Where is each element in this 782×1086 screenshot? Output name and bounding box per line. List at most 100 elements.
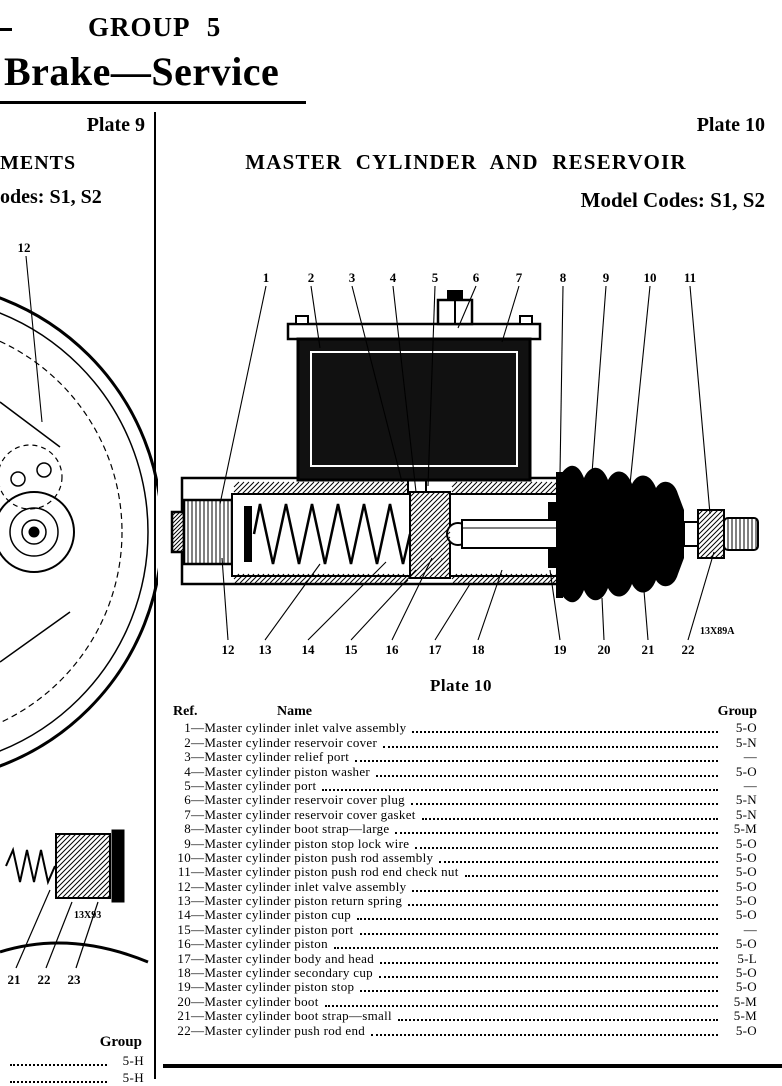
leader-line	[392, 285, 417, 493]
leader-line	[171, 527, 185, 541]
part-group: 5-M	[733, 1008, 757, 1024]
leader-line	[249, 573, 260, 584]
leader-line	[489, 481, 503, 495]
leader-line	[341, 481, 355, 495]
dotted-leader	[421, 817, 718, 820]
leader-line	[399, 574, 409, 584]
callout-label: 7	[516, 270, 523, 285]
leader-line	[236, 481, 250, 495]
callout-label: 12	[18, 240, 31, 255]
dotted-leader	[412, 889, 718, 892]
leader-line	[462, 573, 473, 584]
left-footer-row: 5-H	[4, 1052, 144, 1069]
part-group: —	[743, 921, 757, 937]
leader-line	[244, 573, 255, 584]
part-ref: 4	[184, 763, 191, 779]
leader-line	[409, 521, 451, 563]
table-row: 11—Master cylinder piston push rod end c…	[165, 864, 757, 880]
callout-label: 13	[259, 642, 273, 657]
ref-name-separator: —	[191, 777, 205, 793]
leader-line	[529, 481, 543, 495]
leader-line	[55, 833, 97, 875]
header-group: Group	[717, 704, 757, 719]
leader-line	[55, 833, 62, 840]
part-name: Master cylinder piston push rod end chec…	[204, 864, 459, 880]
leader-line	[319, 573, 330, 584]
leader-line	[81, 869, 111, 899]
dotted-leader	[357, 918, 718, 921]
callout-label: 21	[8, 972, 21, 987]
leader-line	[434, 583, 471, 641]
dotted-leader	[383, 745, 718, 748]
leader-line	[689, 285, 711, 515]
leader-line	[55, 833, 107, 885]
leader-line	[409, 496, 451, 538]
parts-table: Ref. Name Group 1—Master cylinder inlet …	[165, 704, 757, 1039]
ref-name-separator: —	[191, 893, 205, 909]
table-row: 3—Master cylinder relief port—	[165, 749, 757, 765]
ref-name-separator: —	[191, 763, 205, 779]
hatch-layer	[171, 481, 757, 584]
dotted-leader	[439, 860, 718, 863]
callout-label: 1	[263, 270, 270, 285]
leader-line	[457, 285, 477, 329]
ref-name-separator: —	[191, 720, 205, 736]
part-name: Master cylinder piston stop lock wire	[204, 835, 410, 851]
push-rod-end	[723, 517, 759, 551]
leader-line	[697, 509, 704, 516]
leader-line	[374, 573, 385, 584]
part-name: Master cylinder push rod end	[204, 1022, 366, 1038]
leader-line	[55, 833, 92, 870]
leader-line	[264, 573, 275, 584]
leader-line	[601, 597, 605, 641]
leader-line	[66, 854, 111, 899]
leader-line	[409, 491, 441, 523]
part-group: —	[743, 777, 757, 793]
leader-line	[401, 487, 409, 495]
dotted-leader	[371, 1033, 718, 1036]
part-name: Master cylinder port	[204, 777, 317, 793]
part-group: —	[743, 749, 757, 765]
leader-line	[409, 491, 451, 533]
leader-line	[299, 573, 310, 584]
leader-line	[519, 481, 533, 495]
callout-label: 8	[560, 270, 567, 285]
dotted-leader	[464, 875, 718, 878]
boot-strap-large	[556, 472, 563, 598]
leader-line	[479, 481, 493, 495]
leader-line	[527, 573, 538, 584]
leader-line	[55, 834, 111, 890]
model-codes: Model Codes: S1, S2	[580, 188, 765, 212]
part-group: 5-N	[735, 806, 757, 822]
leader-line	[509, 481, 523, 495]
leader-line	[266, 481, 280, 495]
leader-line	[497, 573, 508, 584]
leader-line	[219, 285, 267, 505]
leader-line	[532, 573, 543, 584]
leader-line	[699, 533, 725, 559]
leader-line	[697, 509, 709, 521]
leader-line	[350, 569, 417, 641]
part-ref: 1	[184, 720, 191, 736]
leader-line	[549, 569, 561, 641]
part-name: Master cylinder reservoir cover plug	[204, 792, 405, 808]
part-ref: 20	[177, 993, 191, 1009]
leader-line	[329, 573, 340, 584]
leader-line	[384, 573, 395, 584]
leader-line	[697, 513, 725, 541]
leader-line	[389, 573, 400, 584]
leader-line	[279, 573, 290, 584]
leader-line	[484, 481, 498, 495]
leader-line	[306, 481, 320, 495]
leader-line	[171, 515, 185, 529]
ref-name-separator: —	[191, 734, 205, 750]
callout-label: 16	[386, 642, 400, 657]
leader-line	[321, 481, 335, 495]
callout-label: 6	[473, 270, 480, 285]
